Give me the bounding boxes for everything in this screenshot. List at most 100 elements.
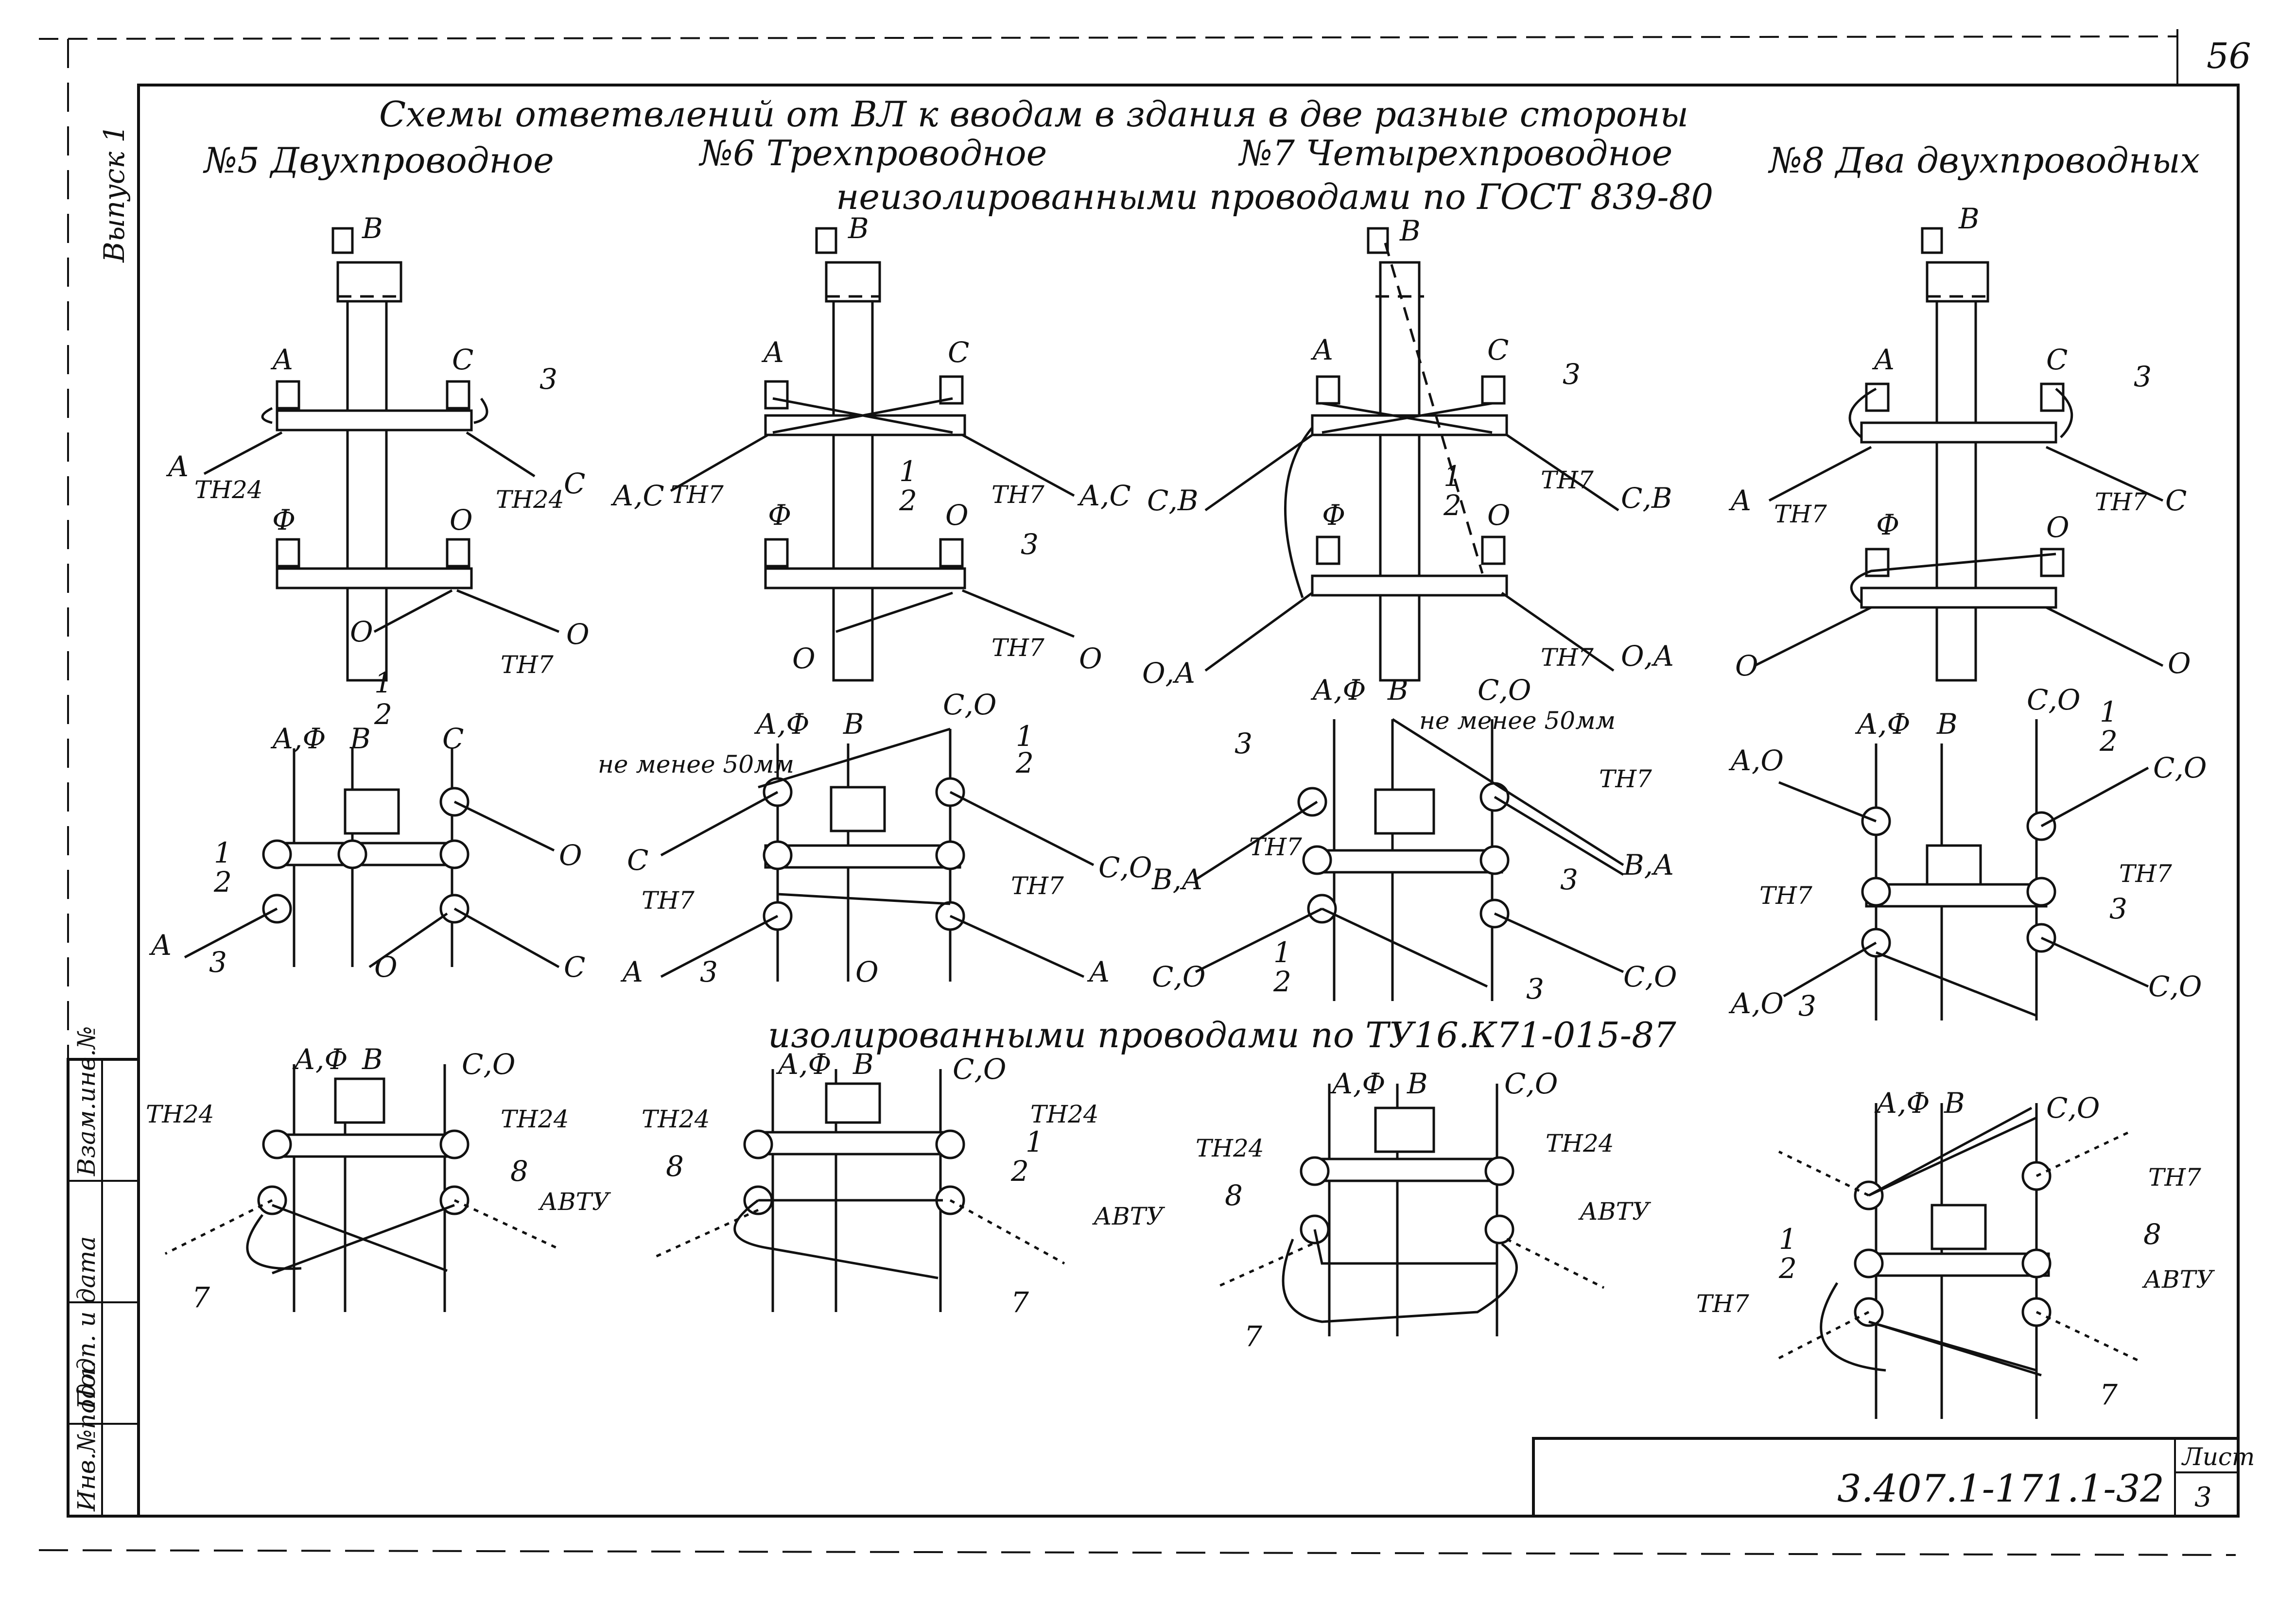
s6-plan-label-tn7-left: ТН7 xyxy=(642,886,695,915)
s7-label-3: 3 xyxy=(1563,358,1581,391)
s6-plan-label-tn7-right: ТН7 xyxy=(1011,872,1064,900)
s6-plan-label-min50: не менее 50мм xyxy=(598,750,794,778)
s6-plan-label-a-left: А xyxy=(620,955,644,988)
s7-label-b: В xyxy=(1399,214,1421,247)
s6-label-tn7-bottom: ТН7 xyxy=(991,634,1044,662)
s5-label-o-mid: О xyxy=(350,615,373,648)
s8-plan-label-ao-top: А,О xyxy=(1728,744,1784,777)
scheme-6-title: №6 Трехпроводное xyxy=(698,133,1047,173)
s6-plan-label-1: 1 xyxy=(1016,720,1034,753)
s5-plan-label-o-top: О xyxy=(559,839,582,872)
s5-ins-label-tn24-left: ТН24 xyxy=(146,1100,214,1128)
scheme-7-pole-view xyxy=(1204,227,1619,682)
s8-plan-label-3: 3 xyxy=(2109,892,2127,925)
s8-label-f: Ф xyxy=(1876,508,1899,541)
s6-label-1: 1 xyxy=(899,455,917,488)
s5-label-b: В xyxy=(362,212,383,245)
s7-plan-label-tn7-right: ТН7 xyxy=(1599,765,1652,793)
s5-label-tn24-right: ТН24 xyxy=(496,485,564,514)
scheme-6-plan-insulated xyxy=(650,1069,1065,1312)
s8-ins-label-1: 1 xyxy=(1779,1223,1797,1256)
s8-ins-label-co: С,О xyxy=(2046,1091,2100,1124)
s5-plan-label-3: 3 xyxy=(209,946,227,979)
scheme-8-plan-insulated xyxy=(1773,1103,2139,1419)
s8-ins-label-2: 2 xyxy=(1778,1252,1797,1285)
scheme-5-plan-insulated xyxy=(164,1064,560,1312)
s7-plan-label-min50: не менее 50мм xyxy=(1419,707,1616,735)
s8-ins-label-8: 8 xyxy=(2143,1218,2161,1251)
s6-ins-label-co: С,О xyxy=(953,1053,1006,1086)
s5-label-f: Ф xyxy=(272,503,296,536)
scheme-6-plan-bare xyxy=(660,727,1095,982)
s6-ins-label-af: А,Ф xyxy=(776,1048,832,1081)
s6-label-2: 2 xyxy=(899,484,917,517)
s5-label-2: 2 xyxy=(374,698,392,731)
s8-label-c-right: С xyxy=(2165,484,2187,517)
s6-plan-label-c: С xyxy=(627,844,648,877)
s6-label-c: С xyxy=(948,336,969,369)
s6-ins-label-b: В xyxy=(852,1048,874,1081)
s6-ins-label-tn24-right: ТН24 xyxy=(1030,1100,1099,1128)
s8-plan-label-2: 2 xyxy=(2099,725,2118,758)
s7-ins-label-7: 7 xyxy=(1244,1320,1262,1353)
stamp-vzam-inv: Взам.инв.№ xyxy=(72,1026,101,1176)
s5-label-tn7: ТН7 xyxy=(501,651,554,679)
s5-plan-label-2: 2 xyxy=(213,865,232,899)
s6-plan-label-3: 3 xyxy=(700,955,718,988)
s5-ins-label-tn24-right: ТН24 xyxy=(501,1105,569,1133)
s8-plan-label-tn7-left: ТН7 xyxy=(1759,881,1812,910)
s6-plan-label-af: А,Ф xyxy=(754,708,810,741)
s6-ins-label-2: 2 xyxy=(1010,1155,1029,1188)
s7-label-a: А xyxy=(1310,333,1334,366)
s8-ins-label-7: 7 xyxy=(2100,1378,2118,1411)
scheme-6-pole-view xyxy=(670,227,1075,682)
s7-plan-label-co-left: С,О xyxy=(1152,960,1205,993)
s6-label-ac-right: А,С xyxy=(1077,479,1131,512)
s6-ins-label-8: 8 xyxy=(666,1150,684,1183)
s6-plan-label-o: О xyxy=(855,955,879,988)
s6-plan-label-2: 2 xyxy=(1015,746,1034,779)
s8-label-o-top: О xyxy=(2046,511,2070,544)
s6-plan-label-a-right: А xyxy=(1087,955,1110,988)
s8-label-tn7-right: ТН7 xyxy=(2095,488,2148,516)
s8-label-b: В xyxy=(1958,202,1980,235)
s7-label-1: 1 xyxy=(1444,460,1461,493)
s6-label-tn7-right: ТН7 xyxy=(991,481,1044,509)
s7-ins-label-b: В xyxy=(1407,1067,1428,1100)
s7-ins-label-tn24-left: ТН24 xyxy=(1196,1134,1264,1162)
s8-label-3: 3 xyxy=(2134,360,2152,393)
s8-ins-label-af: А,Ф xyxy=(1874,1087,1930,1120)
scheme-7-plan-bare xyxy=(1195,718,1624,1001)
s8-plan-label-b: В xyxy=(1936,708,1958,741)
subtitle-insulated-wires: изолированными проводами по ТУ16.К71-015… xyxy=(768,1015,1676,1055)
s7-plan-label-1: 1 xyxy=(1273,936,1291,969)
side-label-vypusk: Выпуск 1 xyxy=(98,125,131,263)
s6-plan-label-b: В xyxy=(843,708,864,741)
title-block-list-number: 3 xyxy=(2194,1482,2212,1513)
scheme-7-title: №7 Четырехпроводное xyxy=(1238,133,1672,173)
s7-ins-label-tn24-right: ТН24 xyxy=(1546,1129,1614,1158)
scheme-7-plan-insulated xyxy=(1214,1084,1605,1336)
s7-plan-label-2: 2 xyxy=(1273,965,1291,998)
s5-ins-label-7: 7 xyxy=(192,1281,210,1314)
s7-label-cb-left: С,В xyxy=(1147,484,1198,517)
s8-plan-label-co-right-bottom: С,О xyxy=(2148,970,2202,1003)
s6-ins-label-7: 7 xyxy=(1011,1286,1029,1319)
page-title: Схемы ответвлений от ВЛ к вводам в здани… xyxy=(379,94,1688,135)
sheet-frame xyxy=(38,29,2240,1556)
s8-label-c-top: С xyxy=(2046,343,2068,376)
s6-label-f: Ф xyxy=(768,499,791,532)
s7-label-oa-left: О,А xyxy=(1142,657,1196,690)
s8-label-o-left: О xyxy=(1735,649,1758,682)
s5-ins-label-8: 8 xyxy=(510,1155,528,1188)
s6-label-o-right: О xyxy=(1079,642,1102,675)
s8-label-tn7-left: ТН7 xyxy=(1774,500,1827,528)
s8-label-a-left: А xyxy=(1728,484,1752,517)
s5-label-o-top: О xyxy=(450,503,473,536)
s5-label-o-right: О xyxy=(566,618,590,651)
s6-ins-label-1: 1 xyxy=(1026,1125,1044,1158)
s5-plan-label-b: В xyxy=(349,722,371,755)
s5-plan-label-af: А,Ф xyxy=(270,722,326,755)
s6-label-a: А xyxy=(761,336,784,369)
